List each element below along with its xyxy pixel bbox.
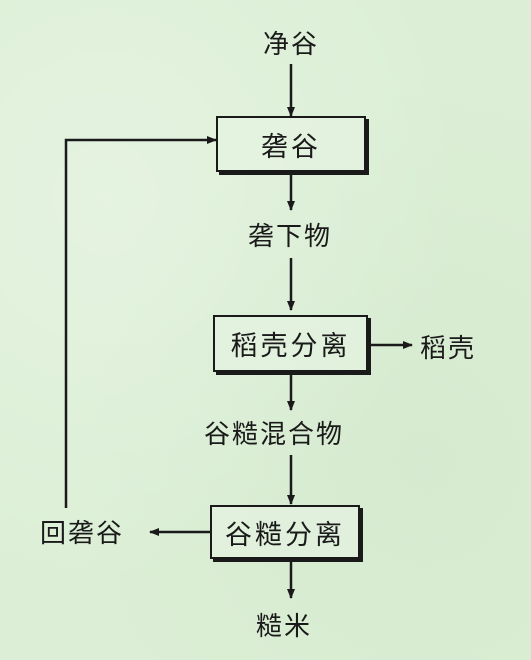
side-output-husk: 稻壳 <box>420 334 477 364</box>
final-output-brown-rice: 糙米 <box>256 612 313 642</box>
input-label: 净谷 <box>263 30 320 60</box>
node-hulling: 砻谷 <box>216 116 366 172</box>
node-husk-separation: 稻壳分离 <box>213 315 368 372</box>
node-paddy-separation: 谷糙分离 <box>210 505 360 559</box>
feedback-loop-return-to-hulling <box>64 136 217 508</box>
return-label: 回砻谷 <box>40 519 125 549</box>
intermediate-label-hulled-product: 砻下物 <box>248 222 333 252</box>
intermediate-label-paddy-brown-mixture: 谷糙混合物 <box>204 420 345 450</box>
